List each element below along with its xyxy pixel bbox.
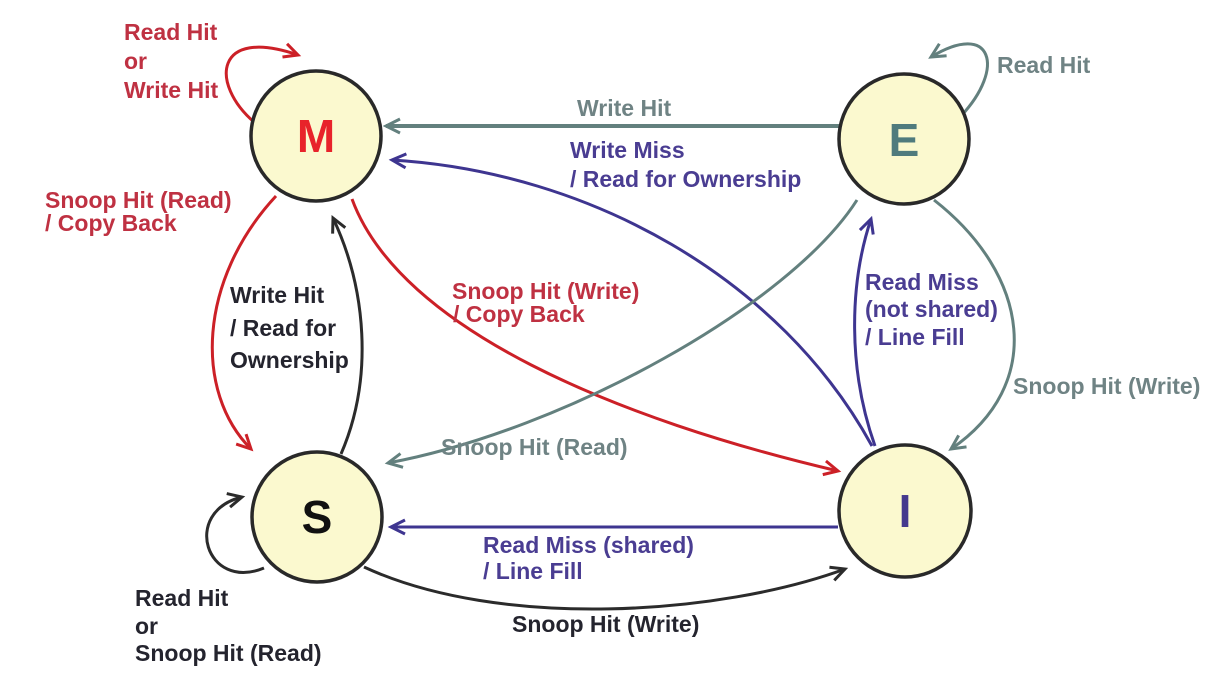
transition-label-s-m-line-1: / Read for	[230, 315, 336, 341]
transition-arrow-m-m-self-loop	[224, 42, 302, 124]
transition-arrow-s-to-m	[331, 214, 364, 455]
state-node-i	[837, 443, 973, 579]
transition-label-i-e-line-1: (not shared)	[865, 296, 998, 322]
transition-label-e-m-line-0: Write Hit	[577, 95, 671, 121]
state-node-m	[249, 69, 383, 203]
state-label-i: I	[899, 485, 912, 537]
transition-label-e-s-line-0: Snoop Hit (Read)	[441, 434, 628, 460]
transition-arrow-m-to-s	[210, 194, 278, 452]
transition-label-i-s-line-0: Read Miss (shared)	[483, 532, 694, 558]
transition-label-i-m-line-1: / Read for Ownership	[570, 166, 801, 192]
transition-label-s-s-line-1: or	[135, 613, 158, 639]
transition-label-i-e-line-2: / Line Fill	[865, 324, 965, 350]
transition-arrow-m-to-i	[350, 198, 842, 477]
transition-label-i-s-line-1: / Line Fill	[483, 558, 583, 584]
transition-arrow-e-to-i	[933, 198, 1016, 451]
transition-label-s-s-line-0: Read Hit	[135, 585, 229, 611]
transition-label-m-m-line-1: or	[124, 48, 147, 74]
transition-label-m-s-line-1: / Copy Back	[45, 210, 177, 236]
transition-label-e-i-line-0: Snoop Hit (Write)	[1013, 373, 1200, 399]
transition-arrow-e-to-s	[384, 199, 859, 469]
transition-label-s-i-line-0: Snoop Hit (Write)	[512, 611, 699, 637]
transition-label-m-m-line-0: Read Hit	[124, 19, 218, 45]
transition-label-i-e-line-0: Read Miss	[865, 269, 979, 295]
transition-label-m-i-line-0: Snoop Hit (Write)	[452, 278, 639, 304]
state-label-m: M	[297, 110, 335, 162]
transition-label-i-m-line-0: Write Miss	[570, 137, 685, 163]
transition-label-m-s-line-0: Snoop Hit (Read)	[45, 187, 232, 213]
transition-label-m-m-line-2: Write Hit	[124, 77, 218, 103]
transition-label-s-m-line-2: Ownership	[230, 347, 349, 373]
transition-label-m-i-line-1: / Copy Back	[453, 301, 585, 327]
transition-label-s-m-line-0: Write Hit	[230, 282, 324, 308]
transition-arrow-s-s-self-loop	[205, 492, 265, 574]
transition-arrow-i-to-e	[853, 215, 877, 447]
transition-label-s-s-line-2: Snoop Hit (Read)	[135, 640, 322, 666]
state-label-e: E	[889, 114, 920, 166]
state-label-s: S	[302, 491, 333, 543]
transition-arrow-s-to-i	[363, 565, 849, 611]
transition-arrow-i-to-m	[388, 152, 874, 447]
state-node-s	[250, 450, 384, 584]
state-node-e	[837, 72, 971, 206]
transition-label-e-e-line-0: Read Hit	[997, 52, 1091, 78]
transition-arrow-e-e-self-loop	[928, 42, 989, 118]
